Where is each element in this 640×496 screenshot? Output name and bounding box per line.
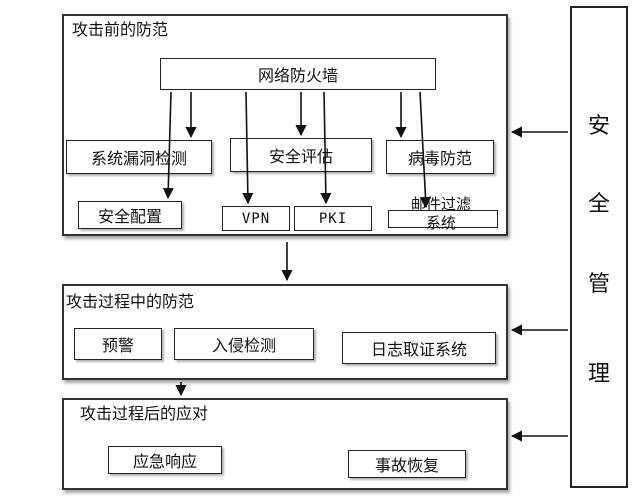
security-management-char-3: 管 <box>587 272 610 297</box>
security-config-box: 安全配置 <box>78 201 182 229</box>
section-after-title: 攻击过程后的应对 <box>80 404 209 423</box>
security-management-char-1: 安 <box>587 114 610 139</box>
mail-filter-label: 邮件过滤系统 <box>410 195 471 232</box>
security-management-box: 安 全 管 理 <box>570 6 628 488</box>
section-before-title: 攻击前的防范 <box>72 20 169 39</box>
vpn-box: VPN <box>222 206 290 231</box>
log-forensics-box: 日志取证系统 <box>342 332 496 364</box>
warning-box: 预警 <box>74 328 162 360</box>
intrusion-detect-box: 入侵检测 <box>174 328 314 360</box>
antivirus-box: 病毒防范 <box>386 140 494 174</box>
security-management-char-2: 全 <box>587 192 610 217</box>
section-during-title: 攻击过程中的防范 <box>66 292 195 311</box>
firewall-box: 网络防火墙 <box>160 58 436 90</box>
vuln-scan-box: 系统漏洞检测 <box>66 140 212 174</box>
section-before-attack <box>62 14 508 236</box>
security-management-char-4: 理 <box>587 362 610 387</box>
pki-box: PKI <box>294 206 372 231</box>
emergency-response-box: 应急响应 <box>108 446 222 474</box>
mail-filter-box: 邮件过滤系统 <box>388 195 498 232</box>
incident-recovery-box: 事故恢复 <box>348 450 466 478</box>
security-assess-box: 安全评估 <box>230 138 372 172</box>
